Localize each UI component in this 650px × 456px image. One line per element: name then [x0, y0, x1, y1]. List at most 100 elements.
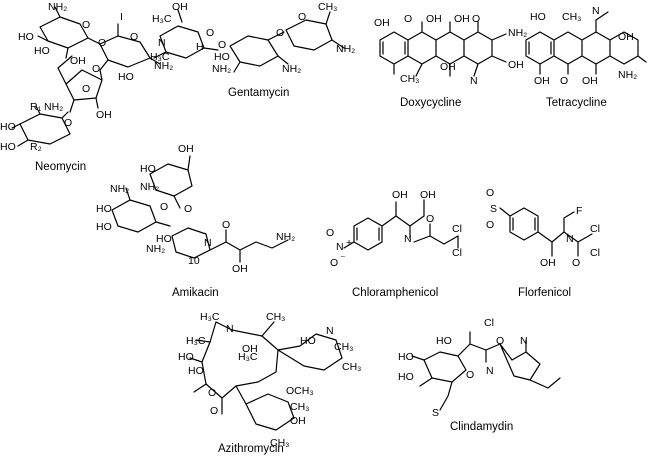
caption-clindamycin: Clindamydin — [450, 421, 513, 433]
doxycycline-oh-3: OH — [508, 59, 524, 71]
azithromycin-ch3-5: CH₃ — [270, 437, 289, 449]
florfenicol-f: F — [576, 205, 582, 217]
gentamycin-ho: HO — [214, 51, 230, 63]
clindamycin-nh: N — [486, 365, 494, 377]
chloramphenicol-cl-1: Cl — [452, 223, 462, 235]
amikacin-nh2-1: NH₂ — [110, 183, 129, 195]
neomycin-oh-2: OH — [96, 109, 112, 121]
chloramphenicol-nh: N — [404, 233, 412, 245]
amikacin-oh-1: OH — [178, 143, 194, 155]
amikacin-o-2: O — [184, 203, 192, 215]
amikacin-ho-2: HO — [96, 221, 112, 233]
doxycycline-o-1: O — [404, 13, 412, 25]
caption-amikacin: Amikacin — [172, 287, 219, 299]
chloramphenicol-structure: OH OH O N + O ⁻ N O Cl Cl Chloramphenico… — [326, 189, 462, 299]
doxycycline-oh-1: OH — [426, 13, 442, 25]
caption-gentamycin: Gentamycin — [228, 87, 289, 99]
azithromycin-oh: OH — [242, 343, 258, 355]
chloramphenicol-minus: ⁻ — [340, 253, 346, 265]
florfenicol-nh: N — [566, 233, 574, 245]
gentamycin-o-3: O — [276, 27, 284, 39]
amikacin-h2n: NH₂ — [146, 243, 165, 255]
clindamycin-structure: Cl HO HO HO O N O N S Clindamydin — [398, 317, 561, 433]
neomycin-o-5: O — [82, 83, 90, 95]
amikacin-ho-4: HO — [156, 233, 172, 245]
tetracycline-oh-2: OH — [534, 75, 550, 87]
clindamycin-s: S — [432, 407, 439, 419]
azithromycin-n-1: N — [226, 323, 234, 335]
chloramphenicol-cl-2: Cl — [452, 247, 462, 259]
chloramphenicol-n-plus: N — [336, 241, 344, 253]
gentamycin-ch3: CH₃ — [318, 1, 337, 13]
amikacin-nh2-2: NH₂ — [140, 181, 159, 193]
florfenicol-o-2: O — [486, 219, 494, 231]
clindamycin-ho-3: HO — [398, 371, 414, 383]
tetracycline-nh2: NH₂ — [618, 69, 637, 81]
gentamycin-h3c-top: H₃C — [152, 13, 172, 25]
florfenicol-cl-1: Cl — [590, 223, 600, 235]
neomycin-nh2-top: NH₂ — [48, 1, 67, 13]
tetracycline-ho: HO — [530, 11, 546, 23]
doxycycline-n: N — [470, 75, 478, 87]
caption-tetracycline: Tetracycline — [546, 97, 607, 109]
clindamycin-n: N — [520, 335, 528, 347]
amikacin-ho-1: HO — [96, 203, 112, 215]
clindamycin-o: O — [466, 369, 474, 381]
neomycin-o-4: O — [92, 63, 100, 75]
gentamycin-structure: OH H₃C O N H₃C H O HO NH₂ O NH₂ O CH₃ NH… — [150, 1, 355, 99]
gentamycin-nh2-mid: NH₂ — [282, 63, 301, 75]
amikacin-oh-2: OH — [232, 263, 248, 275]
neomycin-r1: R₁ — [30, 101, 42, 113]
azithromycin-ho-1: HO — [178, 351, 194, 363]
amikacin-ho-3: HO — [140, 163, 156, 175]
neomycin-ho-5: HO — [0, 141, 16, 153]
azithromycin-och3: OCH₃ — [286, 385, 314, 397]
neomycin-o-2: O — [98, 37, 106, 49]
neomycin-ho-2: HO — [34, 45, 50, 57]
florfenicol-o-1: O — [486, 187, 494, 199]
neomycin-i: I — [120, 11, 123, 23]
azithromycin-h3c-3: H₃C — [238, 351, 258, 363]
azithromycin-ch3-1: CH₃ — [266, 311, 285, 323]
tetracycline-ch3: CH₃ — [562, 11, 581, 23]
doxycycline-structure: OH O OH OH O NH₂ OH CH₃ OH N Doxycycline — [374, 13, 527, 109]
doxycycline-oh-2: OH — [454, 13, 470, 25]
gentamycin-oh-top: OH — [172, 1, 188, 13]
doxycycline-ch3: CH₃ — [400, 73, 419, 85]
azithromycin-n-2: N — [326, 325, 334, 337]
azithromycin-ch3-4: CH₃ — [290, 401, 309, 413]
neomycin-o-3: O — [130, 31, 138, 43]
caption-azithromycin: Azithromycin — [218, 443, 284, 455]
neomycin-o-6: O — [64, 117, 72, 129]
amikacin-o-1: O — [160, 201, 168, 213]
gentamycin-o-2: O — [218, 39, 226, 51]
azithromycin-o-1: O — [208, 387, 216, 399]
clindamycin-cl: Cl — [484, 317, 494, 329]
neomycin-nh2-right: NH₂ — [154, 60, 173, 72]
azithromycin-o-2: O — [210, 405, 218, 417]
amikacin-n: N — [204, 237, 212, 249]
tetracycline-n: N — [592, 5, 600, 17]
chloramphenicol-o-top: O — [326, 227, 334, 239]
azithromycin-ho-3: HO — [300, 335, 316, 347]
azithromycin-ch3-2: CH₃ — [334, 341, 353, 353]
caption-florfenicol: Florfenicol — [518, 287, 571, 299]
tetracycline-o: O — [560, 75, 568, 87]
neomycin-ho-4: HO — [0, 121, 16, 133]
doxycycline-nh2: NH₂ — [508, 27, 527, 39]
florfenicol-oh: OH — [540, 257, 556, 269]
neomycin-r2: R₂ — [30, 141, 42, 153]
clindamycin-o-2: O — [496, 335, 504, 347]
gentamycin-nh2-right: NH₂ — [336, 43, 355, 55]
gentamycin-h3c-mid: H₃C — [150, 51, 170, 63]
amikacin-o-3: O — [222, 219, 230, 231]
gentamycin-h: H — [196, 41, 204, 53]
tetracycline-structure: HO CH₃ N OH OH O OH NH₂ Tetracycline — [525, 5, 647, 109]
azithromycin-oh-2: OH — [290, 415, 306, 427]
neomycin-ho-3: HO — [118, 71, 134, 83]
tetracycline-oh-1: OH — [618, 31, 634, 43]
neomycin-nh2-mid: NH₂ — [44, 101, 63, 113]
florfenicol-cl-2: Cl — [590, 247, 600, 259]
florfenicol-o: O — [572, 257, 580, 269]
